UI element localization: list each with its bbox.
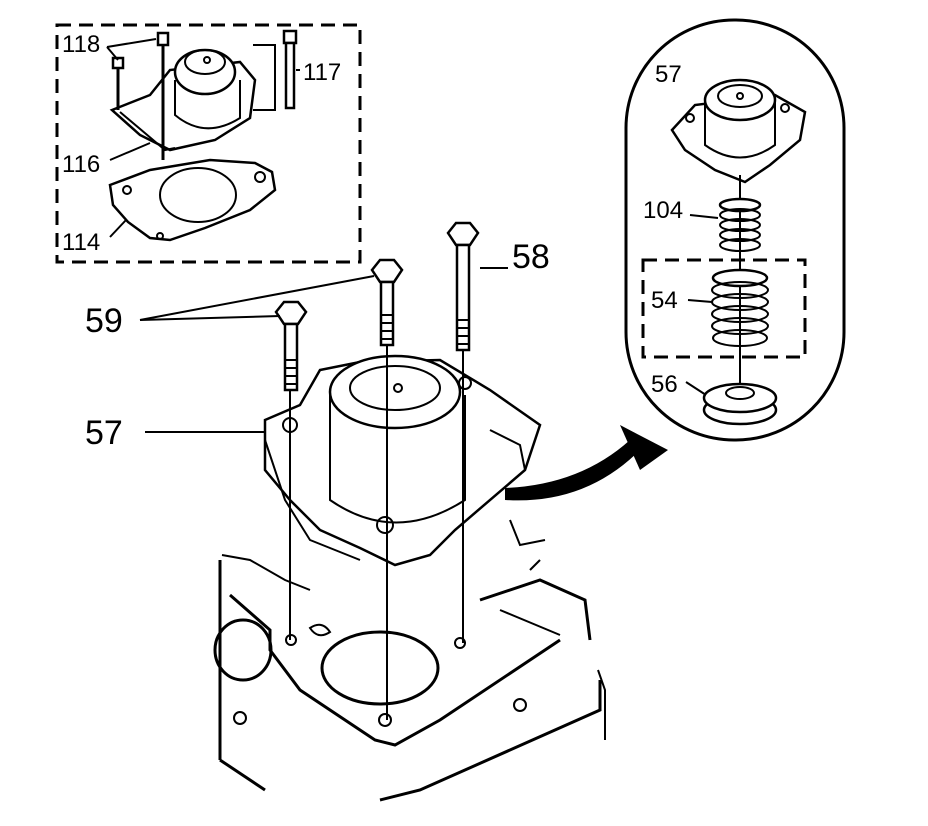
bolt-117 [282, 29, 298, 110]
bolt-59-left [274, 300, 308, 392]
callout-54: 54 [651, 287, 678, 314]
bolt-118-short [111, 56, 125, 110]
spring-104 [718, 197, 762, 252]
callout-118: 118 [62, 31, 100, 58]
callout-116: 116 [62, 151, 100, 178]
callout-114: 114 [62, 229, 100, 256]
accumulator-116-small [109, 44, 276, 152]
spring-54 [711, 268, 769, 347]
inset-detail-box: 118 117 116 114 [55, 23, 362, 264]
transmission-case [213, 519, 606, 802]
callout-59: 59 [85, 302, 123, 340]
bolt-58 [446, 221, 480, 352]
accumulator-57-main [263, 354, 542, 567]
piston-56 [702, 382, 778, 426]
accumulator-57-detail [670, 78, 807, 184]
callout-117: 117 [303, 59, 341, 86]
callout-58: 58 [512, 238, 550, 276]
gasket-114 [108, 158, 277, 242]
callout-57-main: 57 [85, 414, 123, 452]
callout-57-detail: 57 [655, 61, 682, 88]
bolt-118-long [156, 31, 170, 160]
detail-capsule: 57 104 54 56 [624, 18, 846, 442]
bolt-59-center [370, 258, 404, 347]
detail-arrow [505, 425, 668, 501]
callout-104: 104 [643, 197, 683, 224]
callout-56: 56 [651, 371, 678, 398]
